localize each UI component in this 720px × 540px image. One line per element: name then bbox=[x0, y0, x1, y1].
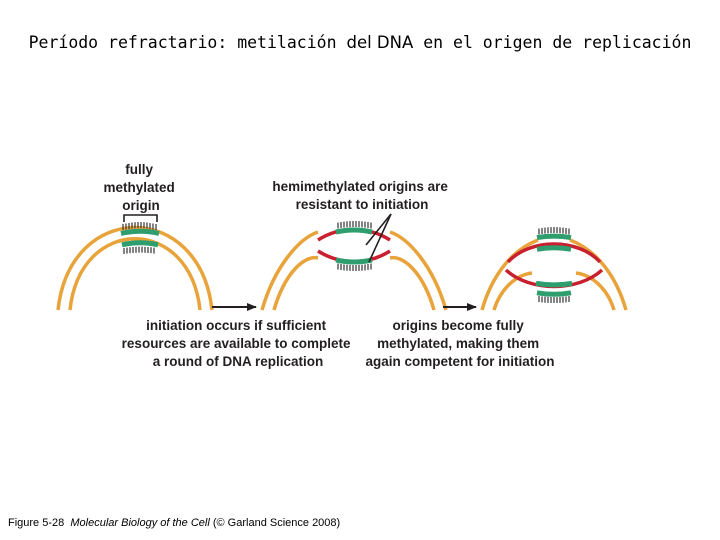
methylated-origin-top-outer bbox=[536, 233, 572, 241]
methylated-origin-bottom-outer bbox=[536, 290, 572, 297]
caption-figure-number: Figure 5-28 bbox=[8, 517, 65, 529]
new-strand-outer bbox=[506, 242, 602, 264]
methylated-origin-top-inner bbox=[536, 245, 572, 252]
parental-strand-inner bbox=[68, 237, 202, 311]
parental-strand-right-outer bbox=[389, 230, 448, 311]
slide-title-part1: Período refractario: metilación bbox=[28, 33, 337, 52]
pointer-line-top bbox=[365, 213, 392, 246]
figure-caption: Figure 5-28 Molecular Biology of the Cel… bbox=[8, 517, 340, 529]
hemimethylated-origin-bottom bbox=[335, 257, 373, 265]
slide-title-part3: en el origen de replicación bbox=[423, 33, 692, 52]
hemimethylated-origin-top bbox=[335, 227, 373, 235]
panel-fully-methylated: fully methylated origin bbox=[56, 162, 214, 311]
caption-book-title: Molecular Biology of the Cell bbox=[70, 517, 210, 529]
slide-title: Período refractario: metilación del DNA … bbox=[0, 33, 720, 52]
parental-strand-left-outer bbox=[480, 238, 539, 311]
methylated-origin-bottom-inner bbox=[535, 280, 573, 288]
methyl-ticks-top bbox=[337, 221, 372, 229]
parental-strand-left-inner bbox=[272, 255, 319, 311]
parental-strand-right-inner bbox=[575, 271, 616, 311]
caption-credit: (© Garland Science 2008) bbox=[212, 517, 341, 529]
methyl-ticks-bottom bbox=[123, 246, 155, 254]
methyl-ticks-top bbox=[122, 222, 157, 230]
methylated-origin-outer bbox=[120, 228, 160, 236]
label-initiation-occurs: initiation occurs if sufficient resource… bbox=[122, 318, 355, 369]
methyl-ticks-top bbox=[538, 227, 570, 235]
methyl-ticks-bottom bbox=[538, 296, 570, 303]
label-fully-methylated-origin: fully methylated origin bbox=[103, 162, 178, 213]
slide-title-part2: del DNA bbox=[346, 33, 414, 52]
panel-remethylated bbox=[480, 227, 628, 311]
methylated-origin-inner bbox=[121, 240, 159, 248]
methyl-ticks-bottom bbox=[337, 263, 372, 271]
parental-strand-left-inner bbox=[492, 271, 533, 311]
pointer-line-bottom bbox=[368, 213, 392, 263]
label-origins-remethylated: origins become fully methylated, making … bbox=[365, 318, 554, 369]
origin-bracket bbox=[123, 214, 158, 222]
panel-hemimethylated: hemimethylated origins are resistant to … bbox=[260, 179, 451, 311]
parental-strand-left-outer bbox=[260, 230, 319, 311]
label-hemimethylated: hemimethylated origins are resistant to … bbox=[272, 179, 451, 212]
parental-strand-right-outer bbox=[569, 238, 628, 311]
parental-strand-right-inner bbox=[389, 255, 436, 311]
